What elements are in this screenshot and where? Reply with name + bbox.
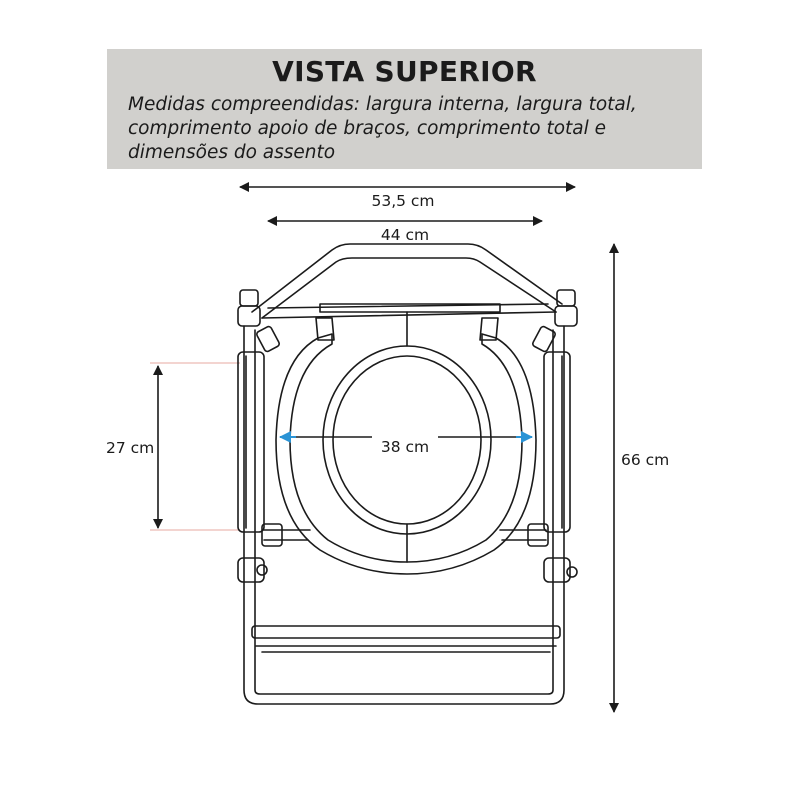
- seat-width-label-bg: [372, 432, 438, 454]
- chair-outline: [237, 243, 578, 705]
- seat-ring-outer: [275, 333, 537, 575]
- armrest-length-dimension: 27 cm: [106, 362, 240, 531]
- footrest-tray: [255, 645, 557, 653]
- total-width-dimension: 53,5 cm: [239, 182, 576, 210]
- page-title: VISTA SUPERIOR: [272, 55, 537, 88]
- left-hinge-knob: [256, 325, 280, 353]
- frame-inner-tube: [254, 329, 554, 695]
- left-top-joint: [239, 289, 259, 307]
- inner-width-label: 44 cm: [381, 226, 429, 244]
- lower-cross-bar: [263, 529, 547, 541]
- lid-hinge-plate: [319, 303, 501, 313]
- armrest-length-label: 27 cm: [106, 439, 154, 457]
- page-subtitle: Medidas compreendidas: largura interna, …: [128, 94, 637, 163]
- right-lower-joint: [527, 523, 549, 547]
- right-armrest: [543, 351, 571, 533]
- left-lid-bracket: [315, 317, 335, 341]
- total-length-dimension: 66 cm: [609, 243, 669, 713]
- left-leg-bolt: [256, 564, 268, 576]
- left-frame-tube: [243, 325, 565, 705]
- right-leg-clamp: [543, 557, 571, 583]
- backrest-cross-bar: [261, 303, 557, 319]
- seat-width-dimension: 38 cm: [279, 431, 533, 456]
- right-top-joint-clamp: [554, 305, 578, 327]
- inner-width-dimension: 44 cm: [267, 216, 543, 244]
- right-hinge-knob: [532, 325, 556, 353]
- backrest: [251, 243, 563, 319]
- right-lid-bracket: [479, 317, 499, 341]
- header-box: VISTA SUPERIOR Medidas compreendidas: la…: [107, 49, 702, 169]
- total-length-label: 66 cm: [621, 451, 669, 469]
- footrest: [251, 625, 561, 639]
- right-top-joint: [556, 289, 576, 307]
- left-lower-joint: [261, 523, 283, 547]
- right-leg-bolt: [566, 566, 578, 578]
- left-armrest: [237, 351, 265, 533]
- total-width-label: 53,5 cm: [371, 192, 434, 210]
- seat-width-label: 38 cm: [381, 438, 429, 456]
- left-top-joint-clamp: [237, 305, 261, 327]
- left-leg-clamp: [237, 557, 265, 583]
